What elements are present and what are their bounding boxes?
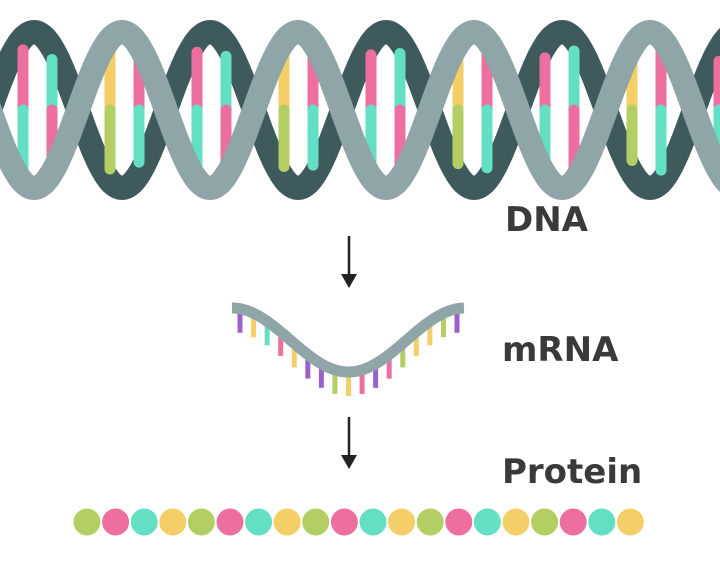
amino-acid-bead: [73, 508, 101, 536]
amino-acid-bead: [388, 508, 416, 536]
mrna-backbone: [232, 302, 465, 378]
amino-acid-bead: [559, 508, 587, 536]
amino-acid-bead: [245, 508, 273, 536]
amino-acid-bead: [216, 508, 244, 536]
amino-acid-bead: [159, 508, 187, 536]
amino-acid-bead: [330, 508, 358, 536]
amino-acid-bead: [473, 508, 501, 536]
arrow-down-icon-head: [341, 455, 357, 469]
amino-acid-bead: [416, 508, 444, 536]
mrna-label: mRNA: [502, 330, 619, 370]
amino-acid-bead: [616, 508, 644, 536]
amino-acid-bead: [102, 508, 130, 536]
amino-acid-bead: [588, 508, 616, 536]
protein-chain: [73, 508, 644, 536]
amino-acid-bead: [531, 508, 559, 536]
arrow-down-icon-head: [341, 274, 357, 288]
amino-acid-bead: [302, 508, 330, 536]
amino-acid-bead: [502, 508, 530, 536]
amino-acid-bead: [130, 508, 158, 536]
dna-to-mrna-arrow: [341, 236, 357, 288]
dna-label: DNA: [505, 200, 588, 240]
amino-acid-bead: [273, 508, 301, 536]
dna-double-helix: [0, 19, 720, 201]
amino-acid-bead: [187, 508, 215, 536]
mrna-to-protein-arrow: [341, 417, 357, 469]
dna-front-strand: [0, 19, 720, 201]
mrna-strand: [232, 302, 465, 396]
amino-acid-bead: [445, 508, 473, 536]
amino-acid-bead: [359, 508, 387, 536]
protein-label: Protein: [502, 452, 643, 492]
dna-back-strand: [0, 19, 720, 201]
